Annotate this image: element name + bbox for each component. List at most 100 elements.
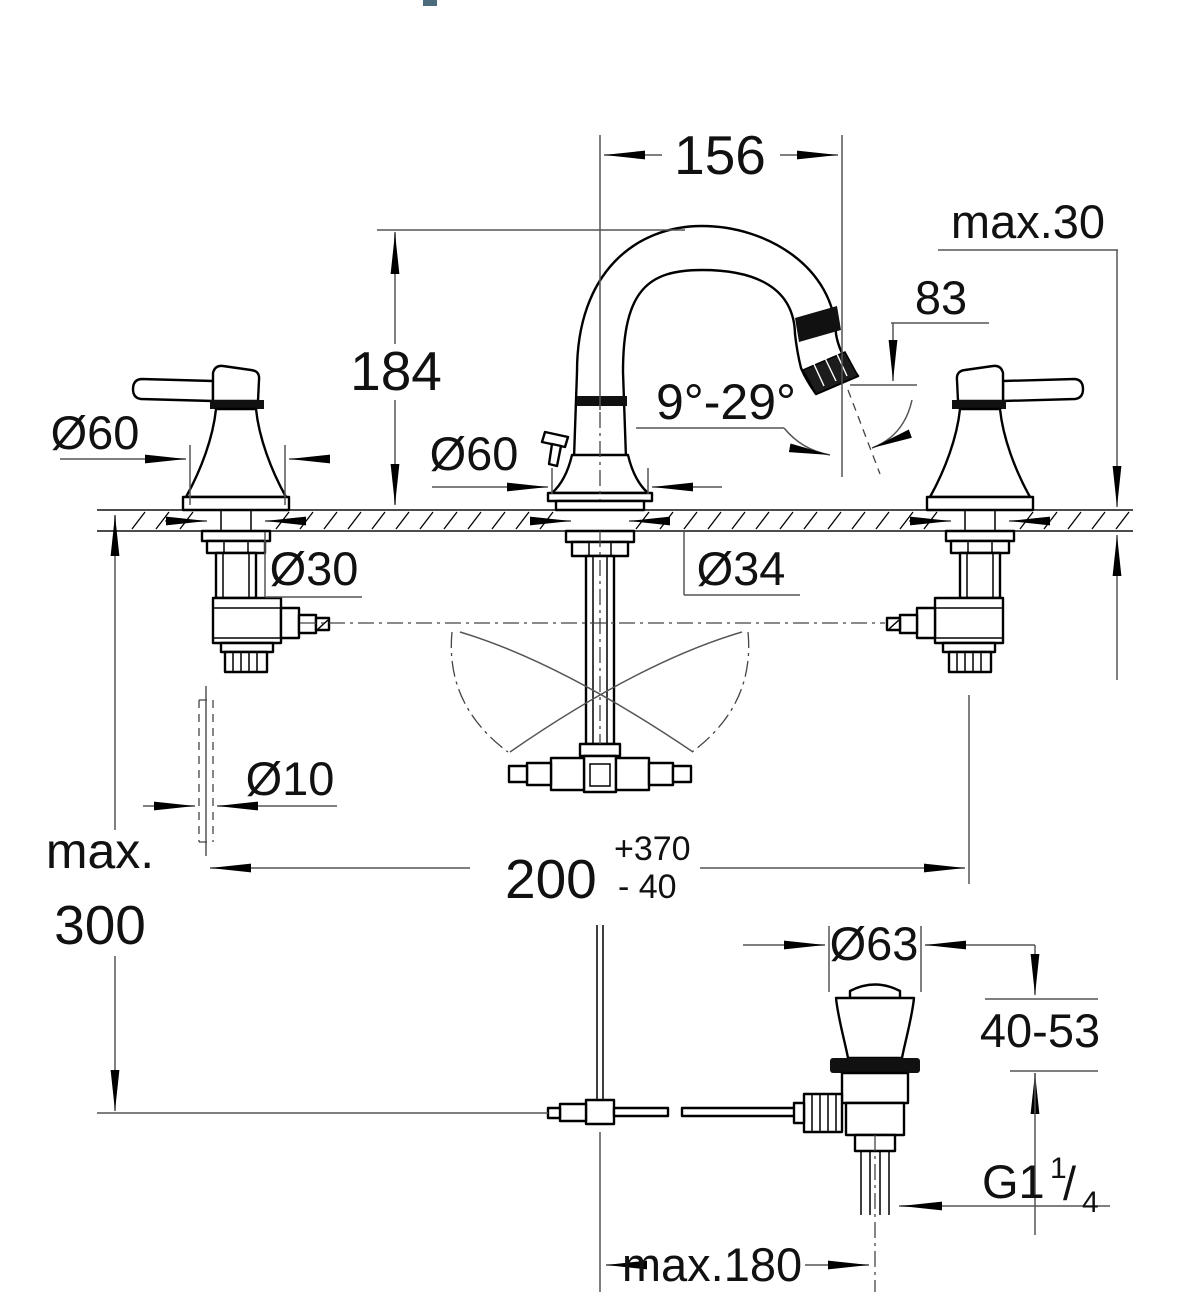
left-shank-flange	[200, 529, 272, 543]
left-handle-hub	[211, 364, 261, 403]
popup-rod-knob	[540, 430, 570, 449]
right-valve-knurl	[947, 650, 993, 674]
left-handle-lever	[131, 377, 215, 403]
dim-thread-base: G1	[982, 1155, 1045, 1208]
dim-flange-diameter-label: Ø63	[830, 917, 919, 970]
lift-rod-assembly	[546, 925, 806, 1126]
right-handle-hub	[955, 364, 1005, 403]
scan-artifact	[423, 0, 437, 6]
spout-ring	[577, 396, 627, 406]
left-handle	[131, 364, 331, 674]
rod-tee	[584, 1098, 616, 1126]
dim-spray-angle-label: 9°-29°	[656, 374, 796, 430]
dim-outlet-height-label: 83	[915, 271, 967, 324]
dim-handle-diameter: Ø60	[51, 406, 330, 505]
dim-rod-diameter-label: Ø10	[246, 752, 335, 805]
drain-plug	[848, 983, 902, 1000]
dim-spout-reach: 156	[599, 124, 843, 477]
tee-nut-right	[614, 756, 651, 792]
dim-thread-denominator: 4	[1082, 1186, 1099, 1219]
dim-outlet-height: 83	[850, 271, 989, 386]
swing-line-a	[459, 631, 694, 753]
dim-centers-minus: - 40	[618, 868, 677, 906]
countertop-deck	[97, 509, 1133, 532]
dim-spray-angle: 9°-29°	[636, 374, 913, 475]
swing-arc-left	[450, 631, 509, 753]
left-handle-base	[181, 495, 291, 512]
deck-hole-right	[955, 512, 1005, 530]
aerator-band	[801, 351, 860, 395]
horizontal-rod-a	[612, 1106, 670, 1118]
right-handle	[885, 364, 1085, 674]
drain-cup	[834, 996, 916, 1060]
dim-deck-thickness-label: max.30	[951, 195, 1105, 248]
left-handle-ring	[210, 400, 264, 409]
tee-cyl-left	[525, 761, 553, 787]
swing-line-b	[509, 631, 743, 753]
right-valve-body	[933, 596, 1005, 645]
dim-centers-plus: +370	[614, 830, 691, 868]
drain-oring	[830, 1058, 920, 1073]
dim-max-depth-label-2: 300	[54, 894, 146, 956]
rod-stub	[546, 1106, 562, 1120]
left-valve-cap	[219, 641, 275, 654]
tee-body-inner	[589, 763, 611, 787]
popup-rod-dashed	[198, 686, 214, 856]
deck-hole-left	[211, 512, 261, 530]
dim-flange-diameter: Ø63	[743, 917, 1035, 992]
dim-clamp-range-label: 40-53	[980, 1004, 1100, 1057]
right-valve-port	[915, 606, 937, 640]
dim-spout-hole-label: Ø34	[697, 542, 786, 595]
dim-spout-height-label: 184	[350, 340, 442, 402]
tee-flange	[578, 742, 622, 758]
dim-thread-slash: /	[1063, 1157, 1077, 1210]
dim-max-depth: max. 300	[46, 515, 548, 1114]
dim-clamp-range: 40-53	[980, 945, 1100, 1235]
right-shank-nut	[949, 539, 1011, 555]
drain-body-lower	[844, 1101, 906, 1137]
horizontal-rod-b	[680, 1106, 806, 1118]
spout-body	[550, 224, 860, 495]
left-valve-port-step	[297, 613, 318, 635]
dim-rod-diameter: Ø10	[143, 752, 337, 811]
right-handle-cone	[928, 407, 1032, 499]
spout	[540, 224, 860, 512]
right-handle-ring	[952, 400, 1006, 409]
dim-rod-reach-label: max.180	[622, 1238, 802, 1291]
left-shank-nut	[205, 539, 267, 555]
deck-hole-center	[575, 512, 625, 530]
dim-spout-hole: Ø34	[530, 516, 800, 596]
dim-spout-reach-label: 156	[674, 124, 766, 186]
tee-nut-left	[549, 756, 586, 792]
escutcheon-flange-lower	[554, 499, 646, 512]
drain-body-upper	[840, 1071, 910, 1105]
swing-arc-right	[691, 631, 750, 753]
tee-stub-left	[507, 764, 529, 784]
right-shank-flange	[944, 529, 1016, 543]
dim-deck-thickness: max.30	[938, 195, 1122, 680]
left-shank-tube	[214, 551, 258, 600]
right-valve-cap	[941, 641, 997, 654]
rod-fitting	[558, 1102, 588, 1123]
dim-rod-reach: max.180	[599, 1132, 876, 1292]
dim-spout-height: 184	[350, 229, 685, 505]
dim-handle-hole-label: Ø30	[270, 542, 359, 595]
dim-thread-numerator: 1	[1050, 1152, 1067, 1185]
dim-escutcheon-diameter: Ø60	[430, 427, 722, 494]
tee-stub-right	[671, 764, 693, 784]
right-valve-port-step	[898, 613, 919, 635]
tee-cyl-right	[647, 761, 675, 787]
dim-centers-label: 200	[505, 848, 597, 910]
dim-handle-diameter-label: Ø60	[51, 406, 140, 459]
left-handle-cone	[184, 407, 288, 499]
spout-joint-band	[795, 306, 841, 342]
popup-rod-stem	[547, 442, 563, 468]
right-handle-base	[925, 495, 1035, 512]
dim-thread: G1 1 / 4	[899, 1152, 1110, 1219]
drain-knob-neck	[792, 1101, 806, 1125]
dim-handle-hole: Ø30	[165, 516, 362, 598]
left-valve-body	[211, 596, 283, 645]
right-handle-lever	[1001, 377, 1085, 403]
